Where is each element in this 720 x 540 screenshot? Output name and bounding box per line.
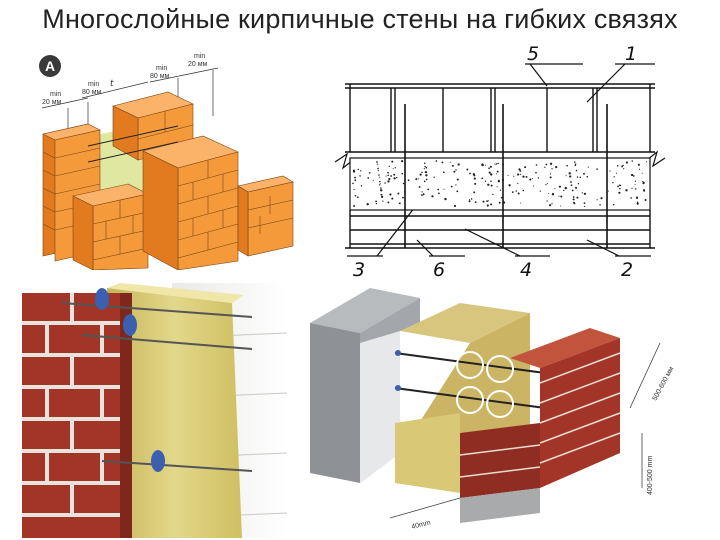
tie-rods (404, 104, 608, 248)
flexible-ties (61, 288, 253, 472)
brick-stack-far-right (237, 175, 294, 257)
tie-spacer-icon (456, 386, 484, 414)
wall-cutaway-3d: 500-600 мм 400-500 mm 40mm (300, 283, 695, 538)
mortar-joints (22, 293, 132, 517)
dimension-lines (389, 342, 661, 519)
dim-label-bottom: 80 мм (150, 73, 170, 80)
brick-layers-schematic: A min 20 мм min 80 мм t min 80 мм min 20… (28, 46, 298, 271)
insulation-layer (400, 303, 530, 343)
dim-label-top: min (88, 81, 99, 88)
tie-washer-icon (95, 288, 109, 310)
callout-label-2: 2 (621, 259, 633, 281)
brick-insulation-photo (22, 283, 287, 538)
red-brick-wall (22, 293, 132, 538)
tie-washer-icon (123, 314, 137, 336)
tie-spacer-icon (456, 351, 484, 379)
dim-label-gap: 40mm (411, 519, 432, 531)
panel-badge: A (39, 55, 61, 77)
dim-label-height: 400-500 mm (647, 456, 654, 495)
plaster-layer (360, 331, 400, 483)
outer-brick-layer (345, 83, 655, 153)
concrete-base (460, 488, 540, 523)
dim-label-top: min (194, 53, 205, 60)
tie-spacer-icon (486, 390, 514, 418)
flexible-ties (87, 125, 179, 163)
brick-stack-front (72, 183, 149, 271)
svg-text:A: A (45, 58, 55, 74)
inner-brick-layer (345, 210, 655, 249)
callout-label-5: 5 (527, 44, 539, 65)
callout-label-6: 6 (433, 259, 445, 281)
dim-label-top: min (156, 65, 167, 72)
mortar-joints (459, 352, 621, 478)
tie-spacer-icon (486, 355, 514, 383)
callout-label-1: 1 (625, 44, 637, 65)
insulation-dots (352, 160, 648, 208)
page-title: Многослойные кирпичные стены на гибких с… (42, 4, 678, 34)
break-marks (334, 150, 666, 170)
mineral-wool-layer (107, 288, 242, 538)
insulation-layer (349, 157, 651, 211)
dim-label-bottom: 80 мм (82, 89, 102, 96)
concrete-wall-layer (310, 288, 420, 333)
thickness-symbol: t (110, 79, 114, 89)
callout-label-4: 4 (520, 259, 532, 281)
callout-label-3: 3 (353, 259, 365, 281)
dim-label-top: min (50, 91, 61, 98)
dim-label-spacing: 500-600 мм (652, 366, 676, 402)
dim-label-bottom: 20 мм (188, 61, 208, 68)
tie-washer-icon (151, 450, 165, 472)
dim-label-bottom: 20 мм (42, 99, 62, 106)
brick-veneer-layer (510, 328, 620, 368)
flexible-ties (394, 350, 546, 418)
wall-section-drawing: 5 1 3 6 4 2 (325, 43, 695, 284)
brick-stack-right (142, 135, 239, 271)
